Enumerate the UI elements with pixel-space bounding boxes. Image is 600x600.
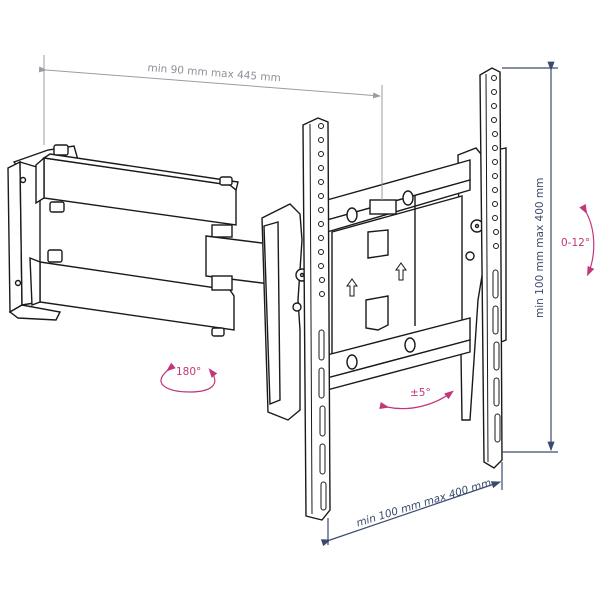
- tv-interface-plate: [326, 159, 471, 391]
- tilt-rotation-arrow: [579, 203, 595, 277]
- level-angle-label: ±5°: [410, 387, 431, 399]
- upper-arm: [35, 144, 239, 226]
- swivel-rotation-arrow: [160, 362, 218, 393]
- right-vertical-rail: [479, 67, 503, 469]
- level-rotation-arrow: [379, 390, 454, 410]
- swivel-angle-label: 180°: [176, 366, 202, 378]
- vesa-horizontal-dimension-line: [320, 462, 503, 547]
- pivot-arm: [205, 224, 271, 291]
- arm-extension-dimension-line: [38, 55, 383, 200]
- tilt-angle-label: 0-12°: [561, 237, 591, 249]
- vesa-vertical-dimension-line: [502, 61, 558, 453]
- vesa-vertical-label: min 100 mm max 400 mm: [534, 177, 546, 318]
- up-arrow-icon: [346, 262, 407, 297]
- left-tilt-bracket: [261, 203, 309, 421]
- left-vertical-rail: [302, 117, 331, 521]
- lower-arm: [29, 249, 235, 337]
